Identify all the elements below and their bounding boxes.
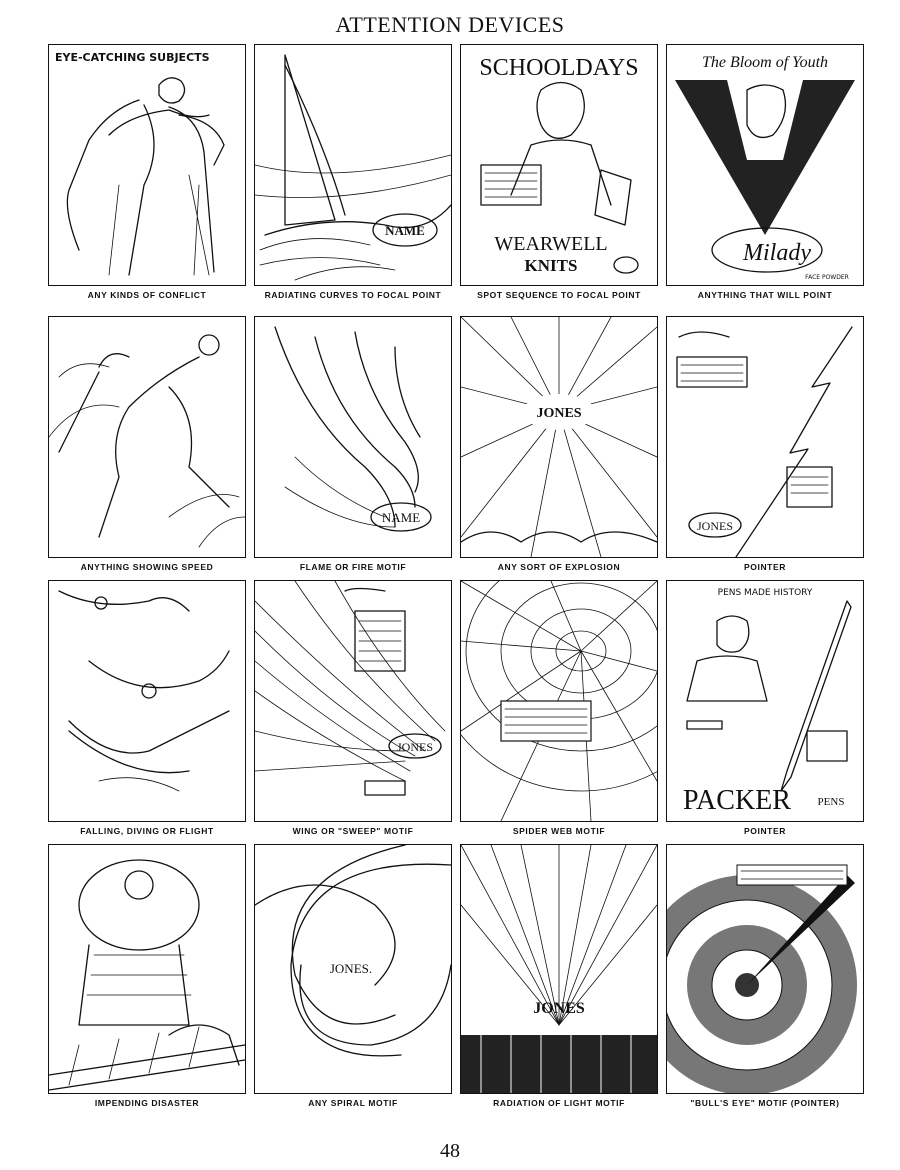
pens-history-heading: PENS MADE HISTORY <box>718 588 813 598</box>
bulls-eye-sketch <box>667 864 857 1093</box>
sweep-sketch: JONES <box>255 581 446 796</box>
jones-label: JONES <box>536 406 581 421</box>
spider-web-sketch <box>461 581 657 821</box>
panel-caption: ANYTHING THAT WILL POINT <box>697 290 833 300</box>
sailboat-sketch: NAME <box>255 54 451 281</box>
schooldays-sketch: SCHOOLDAYS WEARWELL KNITS <box>479 55 639 275</box>
wearwell-text: WEARWELL <box>494 233 607 255</box>
panel-frame: PENS MADE HISTORY PACKER PENS <box>666 580 864 822</box>
panel-frame: The Bloom of Youth Milady FACE POWDER <box>666 44 864 286</box>
jones-label: JONES <box>697 519 733 533</box>
pen-pointer-sketch: PENS MADE HISTORY PACKER PENS <box>683 588 852 816</box>
panel-caption: IMPENDING DISASTER <box>94 1098 200 1108</box>
milady-text: Milady <box>742 240 811 266</box>
panel-frame <box>460 580 658 822</box>
jones-label: JONES <box>397 740 433 754</box>
panel-caption: SPOT SEQUENCE TO FOCAL POINT <box>477 290 641 300</box>
panel-caption: SPIDER WEB MOTIF <box>512 826 606 836</box>
panel-frame: NAME <box>254 44 452 286</box>
panel-frame <box>666 844 864 1094</box>
panel-frame: NAME <box>254 316 452 558</box>
conflict-sketch: EYE-CATCHING SUBJECTS <box>55 51 225 276</box>
panel-caption: POINTER <box>744 562 786 572</box>
name-label: NAME <box>385 223 425 238</box>
panel-caption: ANY SPIRAL MOTIF <box>308 1098 398 1108</box>
face-powder-text: FACE POWDER <box>805 274 849 281</box>
runners-sketch <box>49 334 245 548</box>
panel-caption: WING OR "SWEEP" MOTIF <box>292 826 414 836</box>
panel-caption: RADIATION OF LIGHT MOTIF <box>493 1098 625 1108</box>
panel-caption: ANYTHING SHOWING SPEED <box>80 562 214 572</box>
knits-text: KNITS <box>525 256 578 275</box>
panel-frame <box>48 316 246 558</box>
train-sketch <box>49 859 245 1091</box>
flame-sketch: NAME <box>274 326 432 532</box>
panel-caption: ANY KINDS OF CONFLICT <box>87 290 207 300</box>
bloom-heading: The Bloom of Youth <box>702 54 828 71</box>
panel-caption: POINTER <box>744 826 786 836</box>
spiral-sketch: JONES. <box>255 845 451 1057</box>
page-number: 48 <box>440 1140 460 1162</box>
panel-caption: ANY SORT OF EXPLOSION <box>497 562 621 572</box>
light-radiation-sketch: JONES <box>461 845 657 1093</box>
jones-label: JONES <box>533 1000 585 1017</box>
packer-text: PACKER <box>683 785 791 816</box>
milady-sketch: The Bloom of Youth Milady FACE POWDER <box>675 54 855 281</box>
pens-text: PENS <box>818 796 845 808</box>
panel-frame: JONES <box>460 316 658 558</box>
panel-heading: EYE-CATCHING SUBJECTS <box>55 51 210 64</box>
page-title: ATTENTION DEVICES <box>335 12 565 37</box>
panel-frame: JONES. <box>254 844 452 1094</box>
panel-frame <box>48 580 246 822</box>
lightning-pointer-sketch: JONES <box>676 326 853 557</box>
schooldays-heading: SCHOOLDAYS <box>479 55 638 81</box>
explosion-sketch: JONES <box>461 317 657 557</box>
panel-frame <box>48 844 246 1094</box>
panel-frame: SCHOOLDAYS WEARWELL KNITS <box>460 44 658 286</box>
panel-frame: JONES <box>254 580 452 822</box>
name-label: NAME <box>382 510 420 525</box>
panel-caption: "BULL'S EYE" MOTIF (POINTER) <box>690 1098 840 1108</box>
panel-frame: EYE-CATCHING SUBJECTS <box>48 44 246 286</box>
panel-caption: RADIATING CURVES TO FOCAL POINT <box>264 290 442 300</box>
panel-caption: FLAME OR FIRE MOTIF <box>299 562 407 572</box>
diver-sketch <box>58 590 230 792</box>
panel-frame: JONES <box>460 844 658 1094</box>
panel-frame: JONES <box>666 316 864 558</box>
panel-caption: FALLING, DIVING OR FLIGHT <box>80 826 214 836</box>
jones-label: JONES. <box>330 961 372 976</box>
